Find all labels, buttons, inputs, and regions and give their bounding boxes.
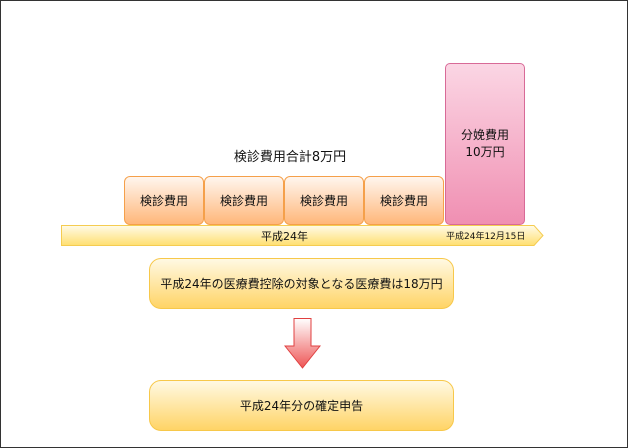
- tax-return-box: 平成24年分の確定申告: [149, 380, 454, 431]
- birth-cost-amount: 10万円: [465, 145, 505, 159]
- exam-cost-box: 検診費用: [124, 176, 204, 225]
- timeline-year-label: 平成24年: [261, 230, 308, 243]
- timeline-arrow-shape: [61, 225, 544, 246]
- exam-cost-box: 検診費用: [204, 176, 284, 225]
- exam-total-title: 検診費用合計8万円: [233, 149, 347, 165]
- down-arrow-icon: [283, 318, 322, 373]
- exam-cost-box: 検診費用: [284, 176, 364, 225]
- timeline-arrow: 平成24年 平成24年12月15日: [61, 225, 544, 246]
- deduction-result-box: 平成24年の医療費控除の対象となる医療費は18万円: [149, 258, 454, 309]
- timeline-date-label: 平成24年12月15日: [446, 232, 526, 242]
- birth-cost-box: 分娩費用 10万円: [445, 63, 525, 225]
- birth-cost-label: 分娩費用: [460, 128, 509, 142]
- exam-cost-box: 検診費用: [364, 176, 444, 225]
